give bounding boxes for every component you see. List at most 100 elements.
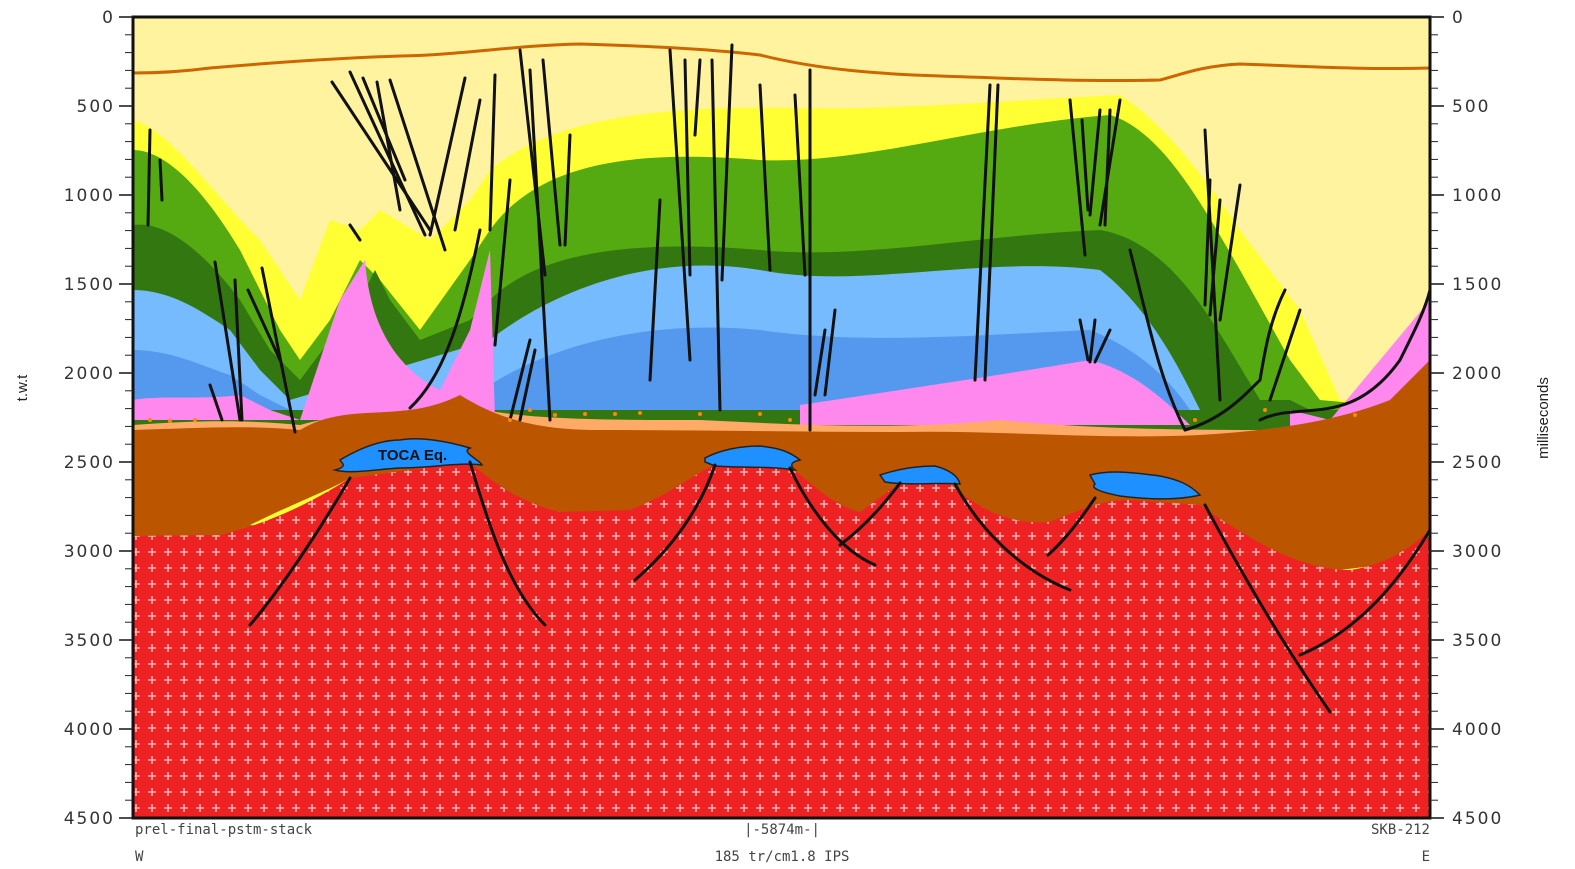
fault-line — [388, 78, 447, 252]
fault-line — [330, 80, 432, 232]
seabed-sky — [133, 17, 1430, 81]
toca-body-3 — [878, 465, 961, 485]
fault-line — [375, 80, 402, 212]
seal-markers — [148, 408, 1357, 423]
right-tick-label: 500 — [1452, 97, 1490, 117]
left-tick-label: 1000 — [64, 186, 115, 206]
fault-line — [246, 288, 282, 362]
toca-label: TOCA Eq. — [378, 447, 447, 464]
fault-line — [146, 128, 152, 227]
fault-line — [1088, 318, 1097, 364]
right-time-axis: 0 500 1000 1500 2000 2500 3000 3500 4000 4500 — [1430, 8, 1503, 829]
fault-line — [1078, 318, 1090, 362]
left-tick-label: 3500 — [64, 631, 115, 651]
fault-line — [793, 93, 807, 277]
footer-scale-label: |-5874m-| — [744, 822, 820, 838]
footer-line-id: SKB-212 — [1371, 822, 1430, 838]
basement-layer — [133, 462, 1430, 818]
footer-trace-label: 185 tr/cm1.8 IPS — [715, 849, 850, 865]
fault-line — [973, 83, 992, 382]
left-tick-label: 1500 — [64, 275, 115, 295]
left-tick-label: 4000 — [64, 720, 115, 740]
fault-line — [248, 476, 352, 627]
right-tick-label: 2500 — [1452, 453, 1503, 473]
fault-line — [428, 76, 467, 237]
fault-line — [1080, 118, 1090, 212]
fault-line — [1203, 178, 1212, 307]
fault-line — [260, 266, 297, 434]
seabed-line — [133, 42, 1430, 83]
fault-line — [468, 460, 547, 627]
left-axis-title: t.w.t — [14, 374, 31, 402]
fault-line — [493, 178, 512, 347]
fault-line — [633, 463, 717, 582]
fault-line — [758, 83, 772, 272]
fault-line — [408, 228, 482, 410]
right-tick-label: 3500 — [1452, 631, 1503, 651]
fault-line — [1203, 128, 1222, 402]
fault-line — [838, 481, 902, 547]
toca-body-4 — [1088, 471, 1202, 500]
fault-line — [1208, 198, 1222, 317]
fault-line — [1098, 98, 1122, 227]
fault-line — [720, 43, 734, 282]
footer-east-label: E — [1422, 849, 1430, 865]
fault-line — [213, 260, 242, 422]
fault-line — [348, 70, 427, 237]
fault-line — [668, 48, 692, 362]
geologic-layers — [133, 17, 1430, 818]
fault-line — [693, 58, 702, 137]
footer-processing-label: prel-final-pstm-stack — [135, 822, 313, 838]
fault-line — [158, 158, 164, 202]
right-tick-label: 2000 — [1452, 364, 1503, 384]
right-tick-label: 4000 — [1452, 720, 1503, 740]
right-tick-label: 0 — [1452, 8, 1465, 28]
fault-line — [983, 83, 1000, 382]
fault-line — [710, 58, 722, 412]
left-time-axis: 0 500 1000 1500 2000 2500 3000 3500 4000 4500 — [64, 8, 133, 829]
fault-line — [648, 198, 662, 382]
fault-line — [1088, 108, 1102, 217]
fault-line — [508, 338, 532, 422]
fault-line — [541, 58, 562, 247]
left-tick-label: 500 — [77, 97, 115, 117]
toca-body-1 — [332, 437, 484, 473]
left-tick-label: 0 — [102, 8, 115, 28]
left-tick-label: 2000 — [64, 364, 115, 384]
left-tick-label: 2500 — [64, 453, 115, 473]
fault-line — [823, 308, 837, 397]
plot-frame — [131, 15, 1432, 820]
fault-line — [788, 466, 877, 567]
fault-line — [1183, 288, 1287, 432]
left-tick-label: 3000 — [64, 542, 115, 562]
fault-line — [1298, 528, 1432, 657]
pink-layer — [133, 250, 1430, 430]
fault-line — [488, 73, 497, 232]
right-tick-label: 1500 — [1452, 275, 1503, 295]
fault-line — [528, 68, 552, 422]
fault-line — [1258, 288, 1432, 422]
right-tick-label: 4500 — [1452, 809, 1503, 829]
fault-line — [1128, 248, 1187, 432]
faults — [146, 43, 1432, 714]
left-tick-label: 4500 — [64, 809, 115, 829]
fault-line — [953, 482, 1072, 592]
fault-line — [233, 278, 244, 422]
fault-line — [1203, 503, 1332, 714]
fault-line — [1103, 108, 1112, 227]
fault-line — [813, 328, 827, 397]
fault-line — [683, 58, 692, 277]
fault-line — [1093, 328, 1112, 364]
fault-line — [1046, 496, 1097, 557]
right-tick-label: 3000 — [1452, 542, 1503, 562]
toca-body-2 — [704, 445, 802, 472]
right-tick-label: 1000 — [1452, 186, 1503, 206]
right-axis-title: milliseconds — [1535, 377, 1552, 459]
fault-line — [563, 133, 572, 247]
fault-line — [453, 98, 482, 232]
fault-line — [208, 383, 224, 422]
fault-line — [1218, 183, 1242, 322]
fault-line — [518, 348, 537, 422]
fault-line — [1268, 308, 1302, 402]
